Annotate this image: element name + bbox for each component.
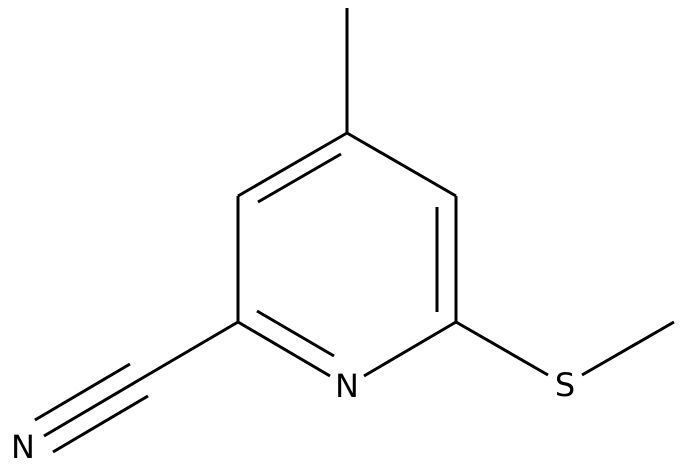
nitrile-nitrogen-label: N xyxy=(11,428,35,466)
ring-nitrogen-label: N xyxy=(335,367,359,405)
bond-c6-n1 xyxy=(237,320,331,378)
bond-s-methyl xyxy=(581,320,675,377)
bond-c6-n1-inner xyxy=(256,309,335,358)
bond-c2-s xyxy=(455,320,549,377)
bond-c6-cn xyxy=(138,320,239,382)
sulfur-label: S xyxy=(555,366,575,404)
bond-n1-c2 xyxy=(363,320,457,378)
bond-c4-c5 xyxy=(237,131,348,198)
bond-nitrile-triple-1 xyxy=(43,378,140,438)
bond-c3-c4 xyxy=(346,131,457,198)
bond-c4-c5-inner xyxy=(257,152,342,204)
bond-nitrile-triple-2 xyxy=(34,362,131,422)
bond-nitrile-triple-3 xyxy=(52,394,149,454)
